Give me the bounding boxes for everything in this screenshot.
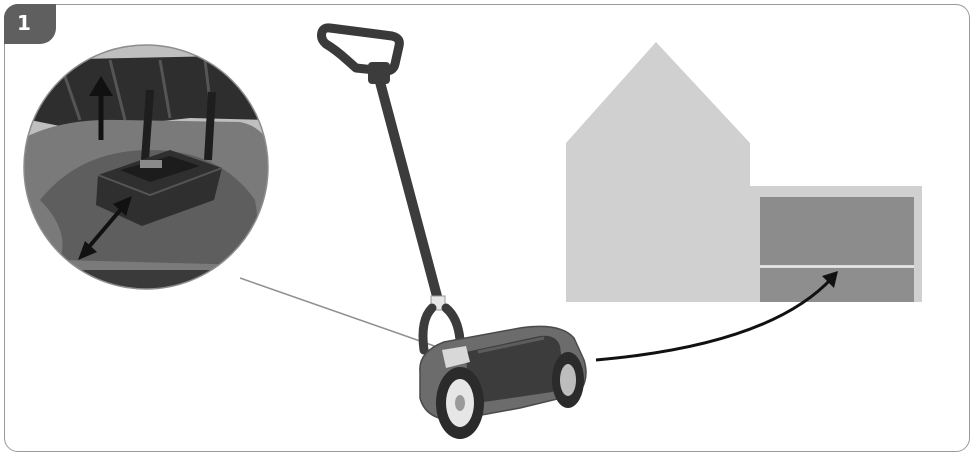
detail-connector-line [240,278,440,348]
mower-front-wheel [436,367,484,439]
mower-rear-wheel [552,352,584,408]
mower-handle-shaft [380,82,438,300]
lawn-mower [322,28,587,439]
house-building [566,42,922,302]
garage-door-upper [760,197,914,265]
detail-magnifier [20,45,278,300]
